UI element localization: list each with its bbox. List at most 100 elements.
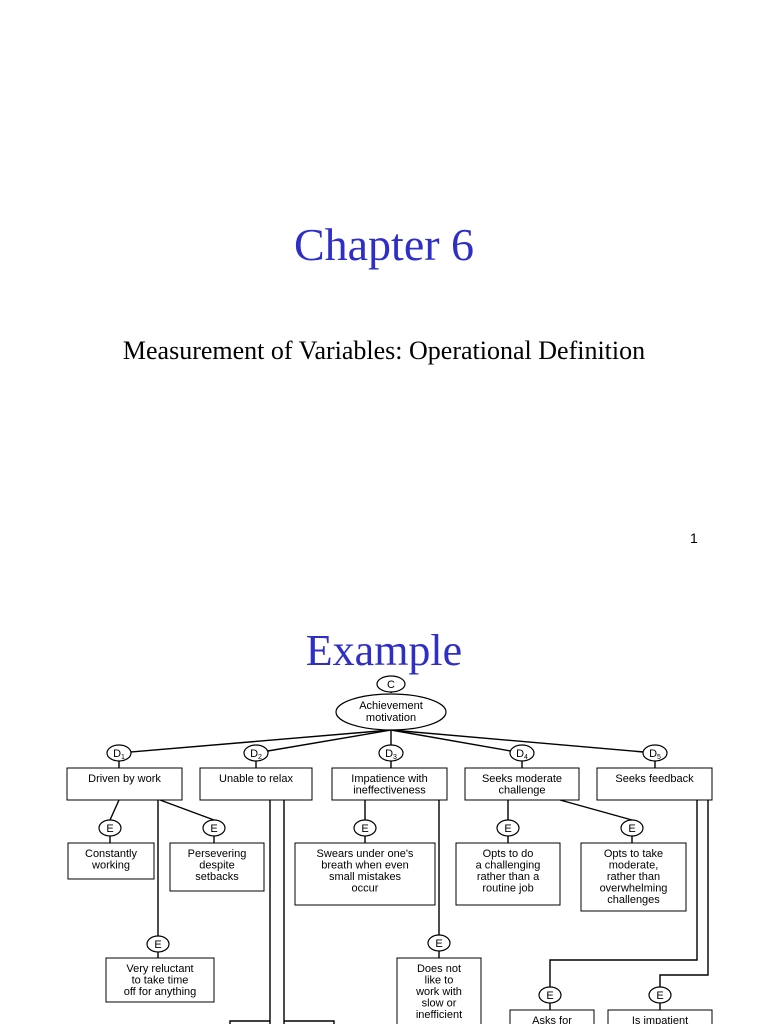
element-marker-e3-shape [353,819,377,837]
element-box-e8-border [509,1009,595,1024]
dimension-marker-d5-shape [642,744,668,762]
dimension-box-d1-line: Driven by work [88,773,161,785]
element-marker-e8: E [538,986,562,1004]
dimension-box-d2-line: Unable to relax [219,773,293,785]
element-box-e8: Asks for [509,1009,595,1024]
link-to-e2 [159,799,215,821]
dimension-box-d4-line: challenge [498,785,545,797]
element-marker-e5-shape [620,819,644,837]
element-box-e2-line: Persevering [188,848,247,860]
concept-label: motivation [366,712,416,724]
chapter-title: Chapter 6 [293,219,475,270]
concept-ellipse [335,693,447,731]
concept-to-d5 [390,729,656,754]
chapter-subtitle: Measurement of Variables: Operational De… [122,336,646,365]
element-box-e3-line: breath when even [321,860,408,872]
element-marker-e6-label: E [154,939,161,951]
concept-marker: C [376,675,406,693]
dimension-box-d2: Unable to relax [199,767,313,801]
element-marker-e7-label: E [435,938,442,950]
dimension-marker-d3-label: D3 [385,748,397,761]
element-marker-e4: E [496,819,520,837]
dimension-box-d1: Driven by work [66,767,183,801]
element-marker-e4-shape [496,819,520,837]
element-marker-e7: E [427,934,451,952]
dimension-marker-d3-subscript: 3 [393,754,397,761]
element-marker-e1-shape [98,819,122,837]
link-to-e5 [559,799,633,821]
element-marker-e5: E [620,819,644,837]
dimension-box-d3-line: ineffectiveness [353,785,426,797]
concept-marker-shape [376,675,406,693]
dimension-marker-d2-subscript: 2 [258,754,262,761]
element-box-e7-line: slow or [422,998,457,1010]
element-box-e4-line: Opts to do [483,848,534,860]
element-box-e7-line: like to [425,975,454,987]
concept-to-d2 [255,729,392,754]
element-marker-e9-label: E [656,990,663,1002]
dimension-box-d5-line: Seeks feedback [615,773,694,785]
dimension-marker-d5-subscript: 5 [657,754,661,761]
page-number: 1 [690,530,698,546]
element-marker-e3: E [353,819,377,837]
element-box-e1-border [67,842,155,880]
element-marker-e5-label: E [628,823,635,835]
dimension-box-d2-border [199,767,313,801]
element-marker-e1: E [98,819,122,837]
concept-label: Achievement [359,700,423,712]
relax-box-edge-right [284,1020,335,1024]
element-box-e2-line: setbacks [195,871,239,883]
concept-to-d1 [118,729,392,754]
element-box-e7-line: work with [415,986,462,998]
element-box-e9: Is impatient [607,1009,713,1024]
dimension-marker-d1-shape [106,744,132,762]
title-slide: Chapter 6 Measurement of Variables: Oper… [122,219,698,546]
element-box-e5-line: rather than [607,871,660,883]
dimension-marker-d2: D2 [243,744,269,762]
element-marker-e9-shape [648,986,672,1004]
concept-to-d4 [390,729,523,754]
element-marker-e6-shape [146,935,170,953]
element-box-e7-line: inefficient [416,1009,462,1021]
element-marker-e6: E [146,935,170,953]
example-title: Example [305,626,463,675]
element-box-e9-line: Is impatient [632,1015,688,1024]
element-box-e7-border [396,957,482,1024]
element-box-e5-line: challenges [607,894,660,906]
dimension-box-d4-border [464,767,580,801]
element-box-e4-border [455,842,561,906]
element-box-e6-line: off for anything [124,986,197,998]
element-marker-e7-shape [427,934,451,952]
relax-box-edge-left [229,1020,270,1024]
dimension-box-d3-line: Impatience with [351,773,427,785]
element-box-e1-line: working [91,860,130,872]
element-box-e3-line: Swears under one's [317,848,414,860]
element-marker-e8-shape [538,986,562,1004]
dimension-box-d4-line: Seeks moderate [482,773,562,785]
element-box-e3-border [294,842,436,906]
element-box-e1-line: Constantly [85,848,137,860]
element-box-e5-line: Opts to take [604,848,663,860]
element-marker-e2-label: E [210,823,217,835]
element-box-e3-line: small mistakes [329,871,402,883]
dimension-marker-d4-label: D4 [516,748,528,761]
element-box-e5-line: overwhelming [600,883,668,895]
dimension-marker-d4-shape [509,744,535,762]
element-marker-e4-label: E [504,823,511,835]
element-box-e7-line: Does not [417,963,461,975]
element-box-e6-line: to take time [132,975,189,987]
dimension-marker-d3: D3 [378,744,404,762]
element-marker-e8-label: E [546,990,553,1002]
dimension-box-d5-border [596,767,713,801]
feedback-to-e9 [659,784,709,987]
